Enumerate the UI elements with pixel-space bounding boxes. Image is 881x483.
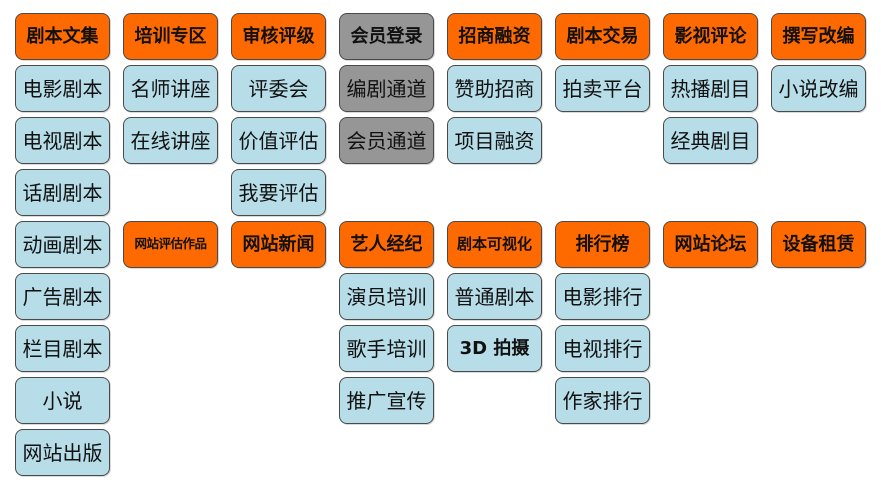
menu-header-col1[interactable]: 剧本文集 [15, 13, 110, 60]
menu-item-col1-3[interactable]: 话剧剧本 [15, 169, 110, 216]
menu-header-col2[interactable]: 培训专区 [123, 13, 218, 60]
menu-item-col1-1[interactable]: 电影剧本 [15, 65, 110, 112]
menu-item-col5-2[interactable]: 项目融资 [447, 117, 542, 164]
menu-item2-col6-3[interactable]: 作家排行 [555, 377, 650, 424]
menu-header-col6[interactable]: 剧本交易 [555, 13, 650, 60]
menu-item-col8-1[interactable]: 小说改编 [771, 65, 866, 112]
menu-item-col6-1[interactable]: 拍卖平台 [555, 65, 650, 112]
menu-item2-col4-2[interactable]: 歌手培训 [339, 325, 434, 372]
menu-item-col1-6[interactable]: 栏目剧本 [15, 325, 110, 372]
menu-item2-col4-1[interactable]: 演员培训 [339, 273, 434, 320]
menu-header2-col3[interactable]: 网站新闻 [231, 221, 326, 268]
menu-item-col3-2[interactable]: 价值评估 [231, 117, 326, 164]
menu-header-col5[interactable]: 招商融资 [447, 13, 542, 60]
menu-item2-col4-3[interactable]: 推广宣传 [339, 377, 434, 424]
menu-item-col2-1[interactable]: 名师讲座 [123, 65, 218, 112]
menu-item-col4-1[interactable]: 编剧通道 [339, 65, 434, 112]
menu-item-col1-2[interactable]: 电视剧本 [15, 117, 110, 164]
menu-item-col7-1[interactable]: 热播剧目 [663, 65, 758, 112]
menu-header2-col6[interactable]: 排行榜 [555, 221, 650, 268]
menu-item2-col5-2[interactable]: 3D 拍摄 [447, 325, 542, 372]
menu-header-col4[interactable]: 会员登录 [339, 13, 434, 60]
menu-item-col5-1[interactable]: 赞助招商 [447, 65, 542, 112]
menu-item-col1-5[interactable]: 广告剧本 [15, 273, 110, 320]
menu-header2-col7[interactable]: 网站论坛 [663, 221, 758, 268]
menu-item2-col6-2[interactable]: 电视排行 [555, 325, 650, 372]
menu-item2-col6-1[interactable]: 电影排行 [555, 273, 650, 320]
menu-header-col8[interactable]: 撰写改编 [771, 13, 866, 60]
menu-item-col3-3[interactable]: 我要评估 [231, 169, 326, 216]
menu-header2-col5[interactable]: 剧本可视化 [447, 221, 542, 268]
menu-item-col1-7[interactable]: 小说 [15, 377, 110, 424]
menu-header-col7[interactable]: 影视评论 [663, 13, 758, 60]
menu-item-col2-2[interactable]: 在线讲座 [123, 117, 218, 164]
menu-header2-col2[interactable]: 网站评估作品 [123, 221, 218, 268]
menu-item-col1-4[interactable]: 动画剧本 [15, 221, 110, 268]
menu-item-col3-1[interactable]: 评委会 [231, 65, 326, 112]
menu-item-col7-2[interactable]: 经典剧目 [663, 117, 758, 164]
menu-header2-col4[interactable]: 艺人经纪 [339, 221, 434, 268]
menu-item2-col5-1[interactable]: 普通剧本 [447, 273, 542, 320]
menu-header2-col8[interactable]: 设备租赁 [771, 221, 866, 268]
menu-header-col3[interactable]: 审核评级 [231, 13, 326, 60]
menu-item-col1-8[interactable]: 网站出版 [15, 429, 110, 476]
menu-item-col4-2[interactable]: 会员通道 [339, 117, 434, 164]
